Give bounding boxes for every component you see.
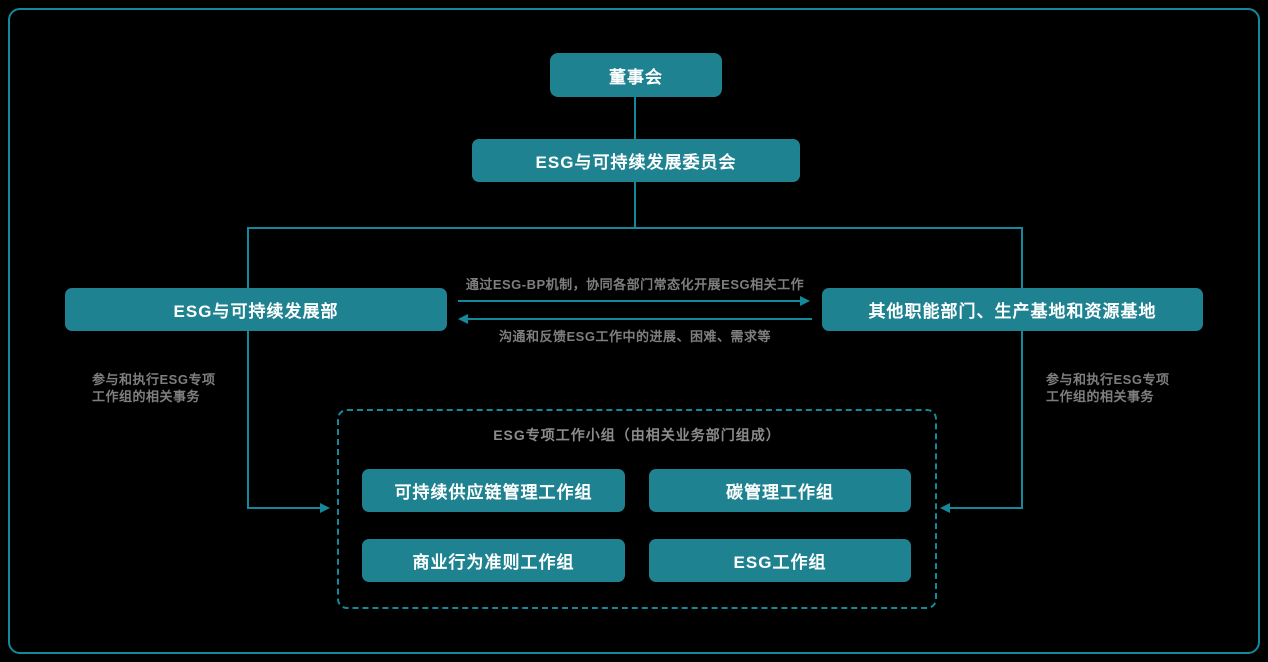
side-note-left-line1: 参与和执行ESG专项	[92, 372, 216, 387]
connector-other-depts-to-group-horizontal	[950, 507, 1023, 509]
side-note-left-line2: 工作组的相关事务	[92, 389, 201, 404]
node-workgroup-carbon-label: 碳管理工作组	[726, 483, 834, 502]
task-group-container: ESG专项工作小组（由相关业务部门组成） 可持续供应链管理工作组 碳管理工作组 …	[337, 409, 937, 609]
group-arrow-left-head-icon	[320, 503, 330, 513]
connector-esg-dept-to-group-vertical	[247, 331, 249, 508]
connector-split-right-drop	[1021, 227, 1023, 288]
arrow-left-line	[468, 318, 812, 320]
node-esg-dept: ESG与可持续发展部	[65, 288, 447, 331]
node-committee-label: ESG与可持续发展委员会	[535, 153, 737, 172]
connector-esg-dept-to-group-horizontal	[247, 507, 320, 509]
node-workgroup-business-conduct-label: 商业行为准则工作组	[412, 553, 575, 572]
connector-board-committee	[634, 97, 636, 139]
arrow-right-line	[458, 300, 800, 302]
node-other-depts-label: 其他职能部门、生产基地和资源基地	[868, 302, 1157, 321]
side-note-right: 参与和执行ESG专项 工作组的相关事务	[1046, 371, 1169, 405]
side-note-left: 参与和执行ESG专项 工作组的相关事务	[92, 371, 215, 405]
flow-label-bottom: 沟通和反馈ESG工作中的进展、困难、需求等	[499, 329, 771, 344]
node-esg-dept-label: ESG与可持续发展部	[173, 302, 339, 321]
connector-committee-split	[634, 182, 636, 228]
node-workgroup-business-conduct: 商业行为准则工作组	[362, 539, 625, 582]
node-board: 董事会	[550, 53, 722, 97]
node-workgroup-carbon: 碳管理工作组	[649, 469, 911, 512]
side-note-right-line2: 工作组的相关事务	[1046, 389, 1155, 404]
arrow-right-head-icon	[800, 296, 810, 306]
connector-other-depts-to-group-vertical	[1021, 331, 1023, 508]
connector-split-left-drop	[247, 227, 249, 288]
node-workgroup-supply-chain: 可持续供应链管理工作组	[362, 469, 625, 512]
outer-border	[8, 8, 1260, 654]
node-workgroup-supply-chain-label: 可持续供应链管理工作组	[394, 483, 593, 502]
node-workgroup-esg: ESG工作组	[649, 539, 911, 582]
connector-split-horizontal	[247, 227, 1023, 229]
group-arrow-right-head-icon	[940, 503, 950, 513]
node-workgroup-esg-label: ESG工作组	[733, 553, 827, 572]
arrow-left-head-icon	[458, 314, 468, 324]
node-committee: ESG与可持续发展委员会	[472, 139, 800, 182]
side-note-right-line1: 参与和执行ESG专项	[1046, 372, 1170, 387]
task-group-title: ESG专项工作小组（由相关业务部门组成）	[493, 427, 781, 443]
flow-label-top: 通过ESG-BP机制，协同各部门常态化开展ESG相关工作	[465, 277, 805, 292]
node-board-label: 董事会	[609, 67, 663, 87]
node-other-depts: 其他职能部门、生产基地和资源基地	[822, 288, 1203, 331]
